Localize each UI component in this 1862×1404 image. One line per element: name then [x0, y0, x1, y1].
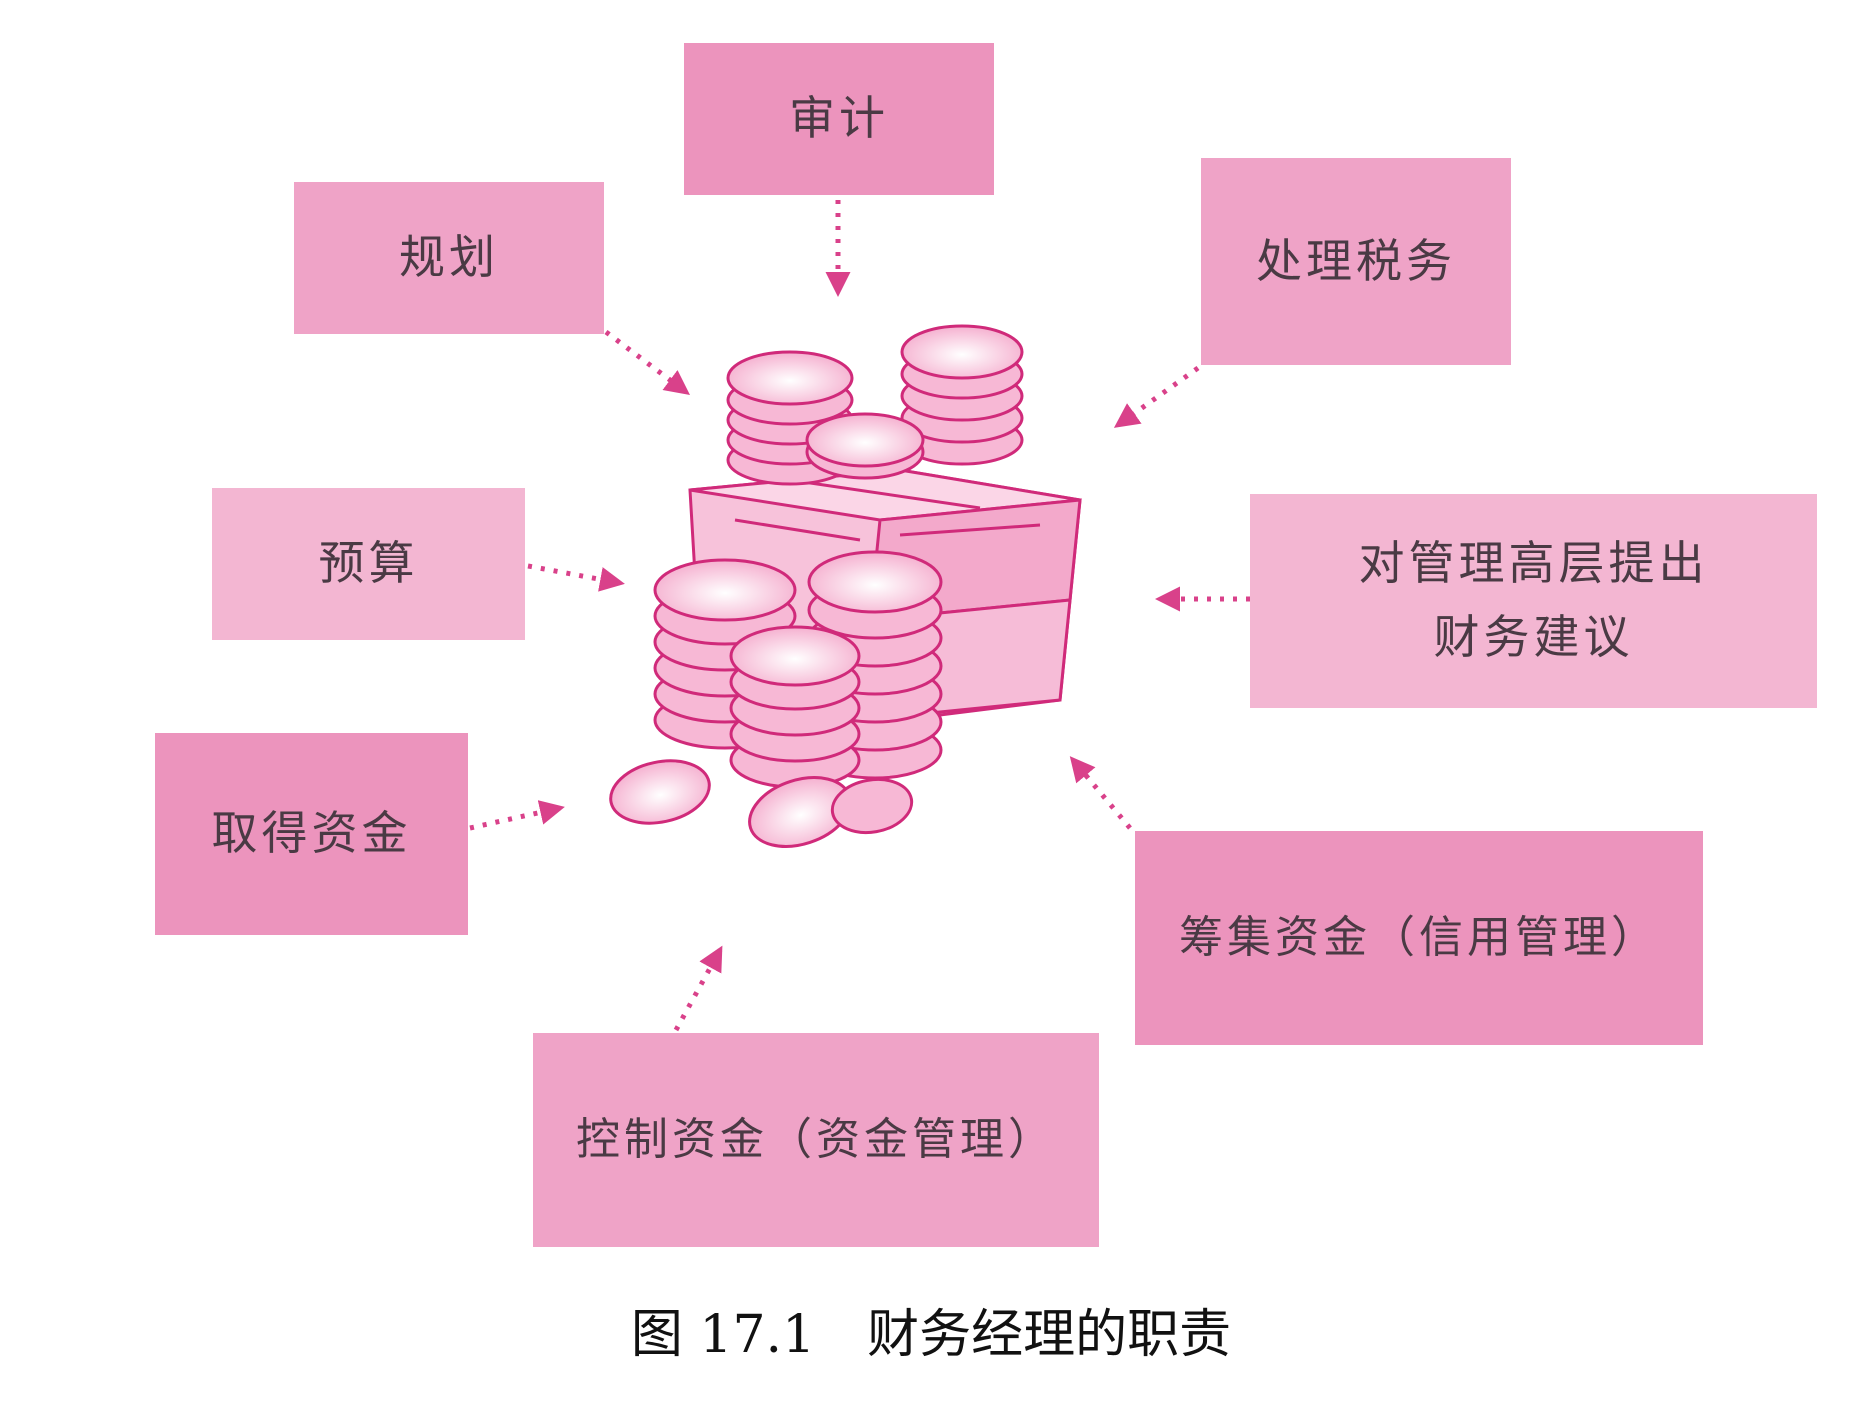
box-tax: 处理税务: [1201, 158, 1511, 365]
box-control-funds: 控制资金（资金管理）: [533, 1033, 1099, 1247]
box-raise-funds-label: 筹集资金（信用管理）: [1179, 911, 1659, 963]
arrow-budget: [527, 563, 625, 592]
box-planning-label: 规划: [399, 230, 499, 285]
box-control-funds-label: 控制资金（资金管理）: [576, 1113, 1056, 1165]
box-advice-line2: 财务建议: [1433, 610, 1634, 664]
figure-caption: 图 17.1 财务经理的职责: [630, 1305, 1232, 1365]
arrow-raise: [1069, 756, 1132, 830]
arrow-planning: [604, 330, 690, 395]
box-audit: 审计: [684, 43, 994, 195]
box-raise-funds: 筹集资金（信用管理）: [1135, 831, 1703, 1045]
box-acquire-funds: 取得资金: [155, 733, 468, 935]
arrow-control: [673, 945, 723, 1032]
box-audit-label: 审计: [789, 91, 889, 146]
box-budget-label: 预算: [318, 536, 419, 591]
box-advice: 对管理高层提出 财务建议: [1250, 494, 1817, 708]
box-budget: 预算: [212, 488, 525, 640]
box-advice-line1: 对管理高层提出: [1358, 536, 1709, 591]
box-tax-label: 处理税务: [1256, 233, 1456, 288]
arrow-tax: [1113, 365, 1200, 428]
box-acquire-funds-label: 取得资金: [211, 806, 412, 861]
arrow-acquire: [469, 800, 565, 831]
box-planning: 规划: [294, 182, 604, 334]
money-pile-illustration: [609, 324, 1082, 848]
